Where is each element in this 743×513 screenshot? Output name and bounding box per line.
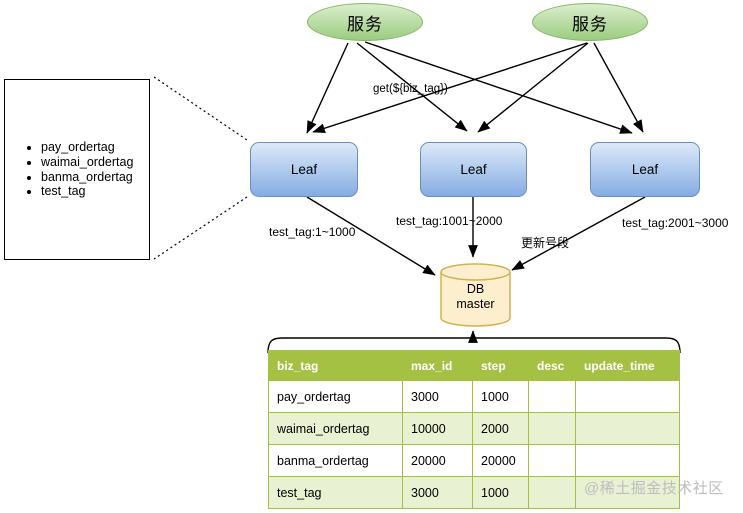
leaf-label: Leaf xyxy=(460,162,487,177)
db-master-label: DB master xyxy=(441,282,510,312)
get-request-label: get(${biz_tag}) xyxy=(373,83,448,95)
table-cell: 10000 xyxy=(402,412,473,445)
table-cell xyxy=(528,380,576,413)
arrow-service2-leaf2 xyxy=(477,42,589,133)
service-label: 服务 xyxy=(347,14,383,34)
service-label: 服务 xyxy=(572,14,608,34)
db-label-line1: DB xyxy=(466,282,485,296)
table-cell: 3000 xyxy=(402,476,473,509)
leaf2-range-label: test_tag:1001~2000 xyxy=(396,214,503,228)
leaf3-range-label: test_tag:2001~3000 xyxy=(622,216,729,230)
leaf-node-1: Leaf xyxy=(250,142,358,197)
table-header-cell: desc xyxy=(528,350,576,381)
arrow-service2-leaf3 xyxy=(593,42,644,133)
tag-list-item: banma_ordertag xyxy=(41,170,133,185)
table-cell: 1000 xyxy=(472,476,529,509)
table-cell: waimai_ordertag xyxy=(268,412,403,445)
service-node-2: 服务 xyxy=(532,3,648,41)
table-header-cell: max_id xyxy=(402,350,473,381)
biz-tag-callout-box: pay_ordertagwaimai_ordertagbanma_orderta… xyxy=(4,79,150,260)
table-to-db-brace xyxy=(267,330,681,354)
db-cylinder xyxy=(440,263,511,327)
leaf-label: Leaf xyxy=(631,162,659,177)
leaf-node-3: Leaf xyxy=(590,142,700,197)
leaf-node-2: Leaf xyxy=(420,142,527,197)
table-cell: banma_ordertag xyxy=(268,444,403,477)
table-cell: test_tag xyxy=(268,476,403,509)
table-cell xyxy=(528,476,576,509)
table-cell: 2000 xyxy=(472,412,529,445)
db-label-line2: master xyxy=(456,297,495,311)
table-cell xyxy=(575,380,680,413)
table-header-cell: biz_tag xyxy=(268,350,403,381)
arrow-service1-leaf1 xyxy=(306,42,349,134)
table-header-cell: step xyxy=(472,350,529,381)
table-cell: pay_ordertag xyxy=(268,380,403,413)
leaf1-range-label: test_tag:1~1000 xyxy=(269,225,356,239)
table-cell xyxy=(575,476,680,509)
table-cell: 20000 xyxy=(402,444,473,477)
arrow-service2-leaf1 xyxy=(312,42,588,133)
callout-line-bottom xyxy=(153,196,248,260)
tag-list-item: test_tag xyxy=(41,184,133,199)
leaf-to-db-arrows xyxy=(306,196,646,276)
arrow-service1-leaf3 xyxy=(364,41,633,134)
callout-line-top xyxy=(153,76,248,141)
table-cell xyxy=(528,444,576,477)
table-cell xyxy=(575,412,680,445)
table-cell: 1000 xyxy=(472,380,529,413)
callout-dotted-lines xyxy=(153,76,248,260)
arrow-service1-leaf2 xyxy=(356,42,468,132)
watermark: @稀土掘金技术社区 xyxy=(584,480,724,497)
tag-list-item: waimai_ordertag xyxy=(41,155,133,170)
arrow-leaf3-db xyxy=(511,196,646,271)
table-cell: 3000 xyxy=(402,380,473,413)
table-cell xyxy=(528,412,576,445)
tag-list: pay_ordertagwaimai_ordertagbanma_orderta… xyxy=(5,140,133,198)
table-cell xyxy=(575,444,680,477)
update-segment-label: 更新号段 xyxy=(521,236,570,250)
leaf-label: Leaf xyxy=(290,162,318,177)
tag-list-item: pay_ordertag xyxy=(41,140,133,155)
table-header-cell: update_time xyxy=(575,350,680,381)
table-cell: 20000 xyxy=(472,444,529,477)
service-to-leaf-arrows xyxy=(306,41,644,134)
service-node-1: 服务 xyxy=(307,3,423,41)
arrow-leaf1-db xyxy=(306,196,436,276)
